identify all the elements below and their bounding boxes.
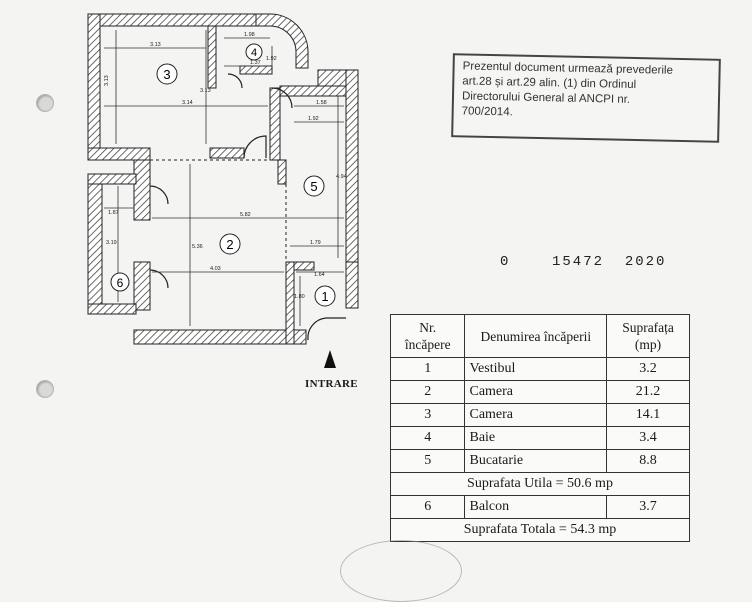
binder-hole-bottom: [36, 380, 54, 398]
ancpi-seal-icon: [340, 540, 462, 602]
dim-label: 1.92: [308, 116, 319, 122]
room-marker-label: 3: [163, 67, 170, 82]
useful-total: Suprafata Utila = 50.6 mp: [390, 472, 690, 496]
room-markers: 3 4 5 2 6 1: [110, 43, 336, 307]
dim-label: 5.82: [240, 212, 251, 218]
dim-label: 5.36: [192, 244, 203, 250]
table-row: 4 Baie 3.4: [389, 426, 690, 450]
dashed-partitions: [150, 159, 287, 262]
room-marker-label: 6: [117, 276, 124, 290]
table-row: 3 Camera 14.1: [389, 403, 690, 427]
table-row: 2 Camera 21.2: [389, 380, 690, 404]
binder-hole-top: [36, 94, 54, 112]
room-marker-label: 2: [226, 237, 233, 252]
grand-total-row: Suprafata Totala = 54.3 mp: [390, 518, 690, 542]
dim-label: 3.19: [106, 240, 117, 246]
header-name: Denumirea încăperii: [464, 314, 608, 358]
dim-label: 1.37: [250, 60, 261, 66]
header-nr: Nr.încăpere: [389, 314, 466, 358]
room-area-table: Nr.încăpere Denumirea încăperii Suprafaț…: [389, 314, 690, 542]
table-header-row: Nr.încăpere Denumirea încăperii Suprafaț…: [389, 314, 690, 358]
header-area: Suprafața(mp): [606, 314, 690, 358]
dim-label: 4.03: [210, 266, 221, 272]
entrance-arrow-icon: [324, 350, 336, 368]
dim-label: 3.13: [104, 75, 110, 86]
dimension-lines: [104, 30, 344, 326]
dim-label: 1.87: [108, 210, 119, 216]
table-row: 5 Bucatarie 8.8: [389, 449, 690, 473]
dim-label: 1.92: [266, 56, 277, 62]
plan-walls: [87, 13, 359, 345]
dim-label: 3.13: [150, 42, 161, 48]
dim-label: 1.80: [294, 294, 305, 300]
floor-plan: 3.13 3.13 3.13 3.14 1.98 1.92 1.37 1.58 …: [87, 13, 359, 368]
door-swings: [149, 73, 346, 341]
room-marker-label: 4: [251, 47, 257, 59]
table-row: 1 Vestibul 3.2: [389, 357, 690, 381]
dim-label: 4.94: [336, 174, 347, 180]
room-marker-label: 1: [321, 289, 328, 304]
dim-label: 1.98: [244, 32, 255, 38]
entrance-label: INTRARE: [305, 378, 358, 390]
legal-stamp: Prezentul document urmează prevederile a…: [451, 53, 721, 143]
dim-label: 1.58: [316, 100, 327, 106]
useful-total-row: Suprafata Utila = 50.6 mp: [390, 472, 690, 496]
dim-label: 1.64: [314, 272, 325, 278]
dim-label: 3.13: [200, 88, 211, 94]
grand-total: Suprafata Totala = 54.3 mp: [390, 518, 690, 542]
registration-number: 0 15472 2020: [500, 254, 667, 270]
table-row: 6 Balcon 3.7: [389, 495, 690, 519]
dimension-labels: 3.13 3.13 3.13 3.14 1.98 1.92 1.37 1.58 …: [104, 32, 347, 300]
dim-label: 1.79: [310, 240, 321, 246]
room-marker-label: 5: [310, 179, 317, 194]
dim-label: 3.14: [182, 100, 193, 106]
